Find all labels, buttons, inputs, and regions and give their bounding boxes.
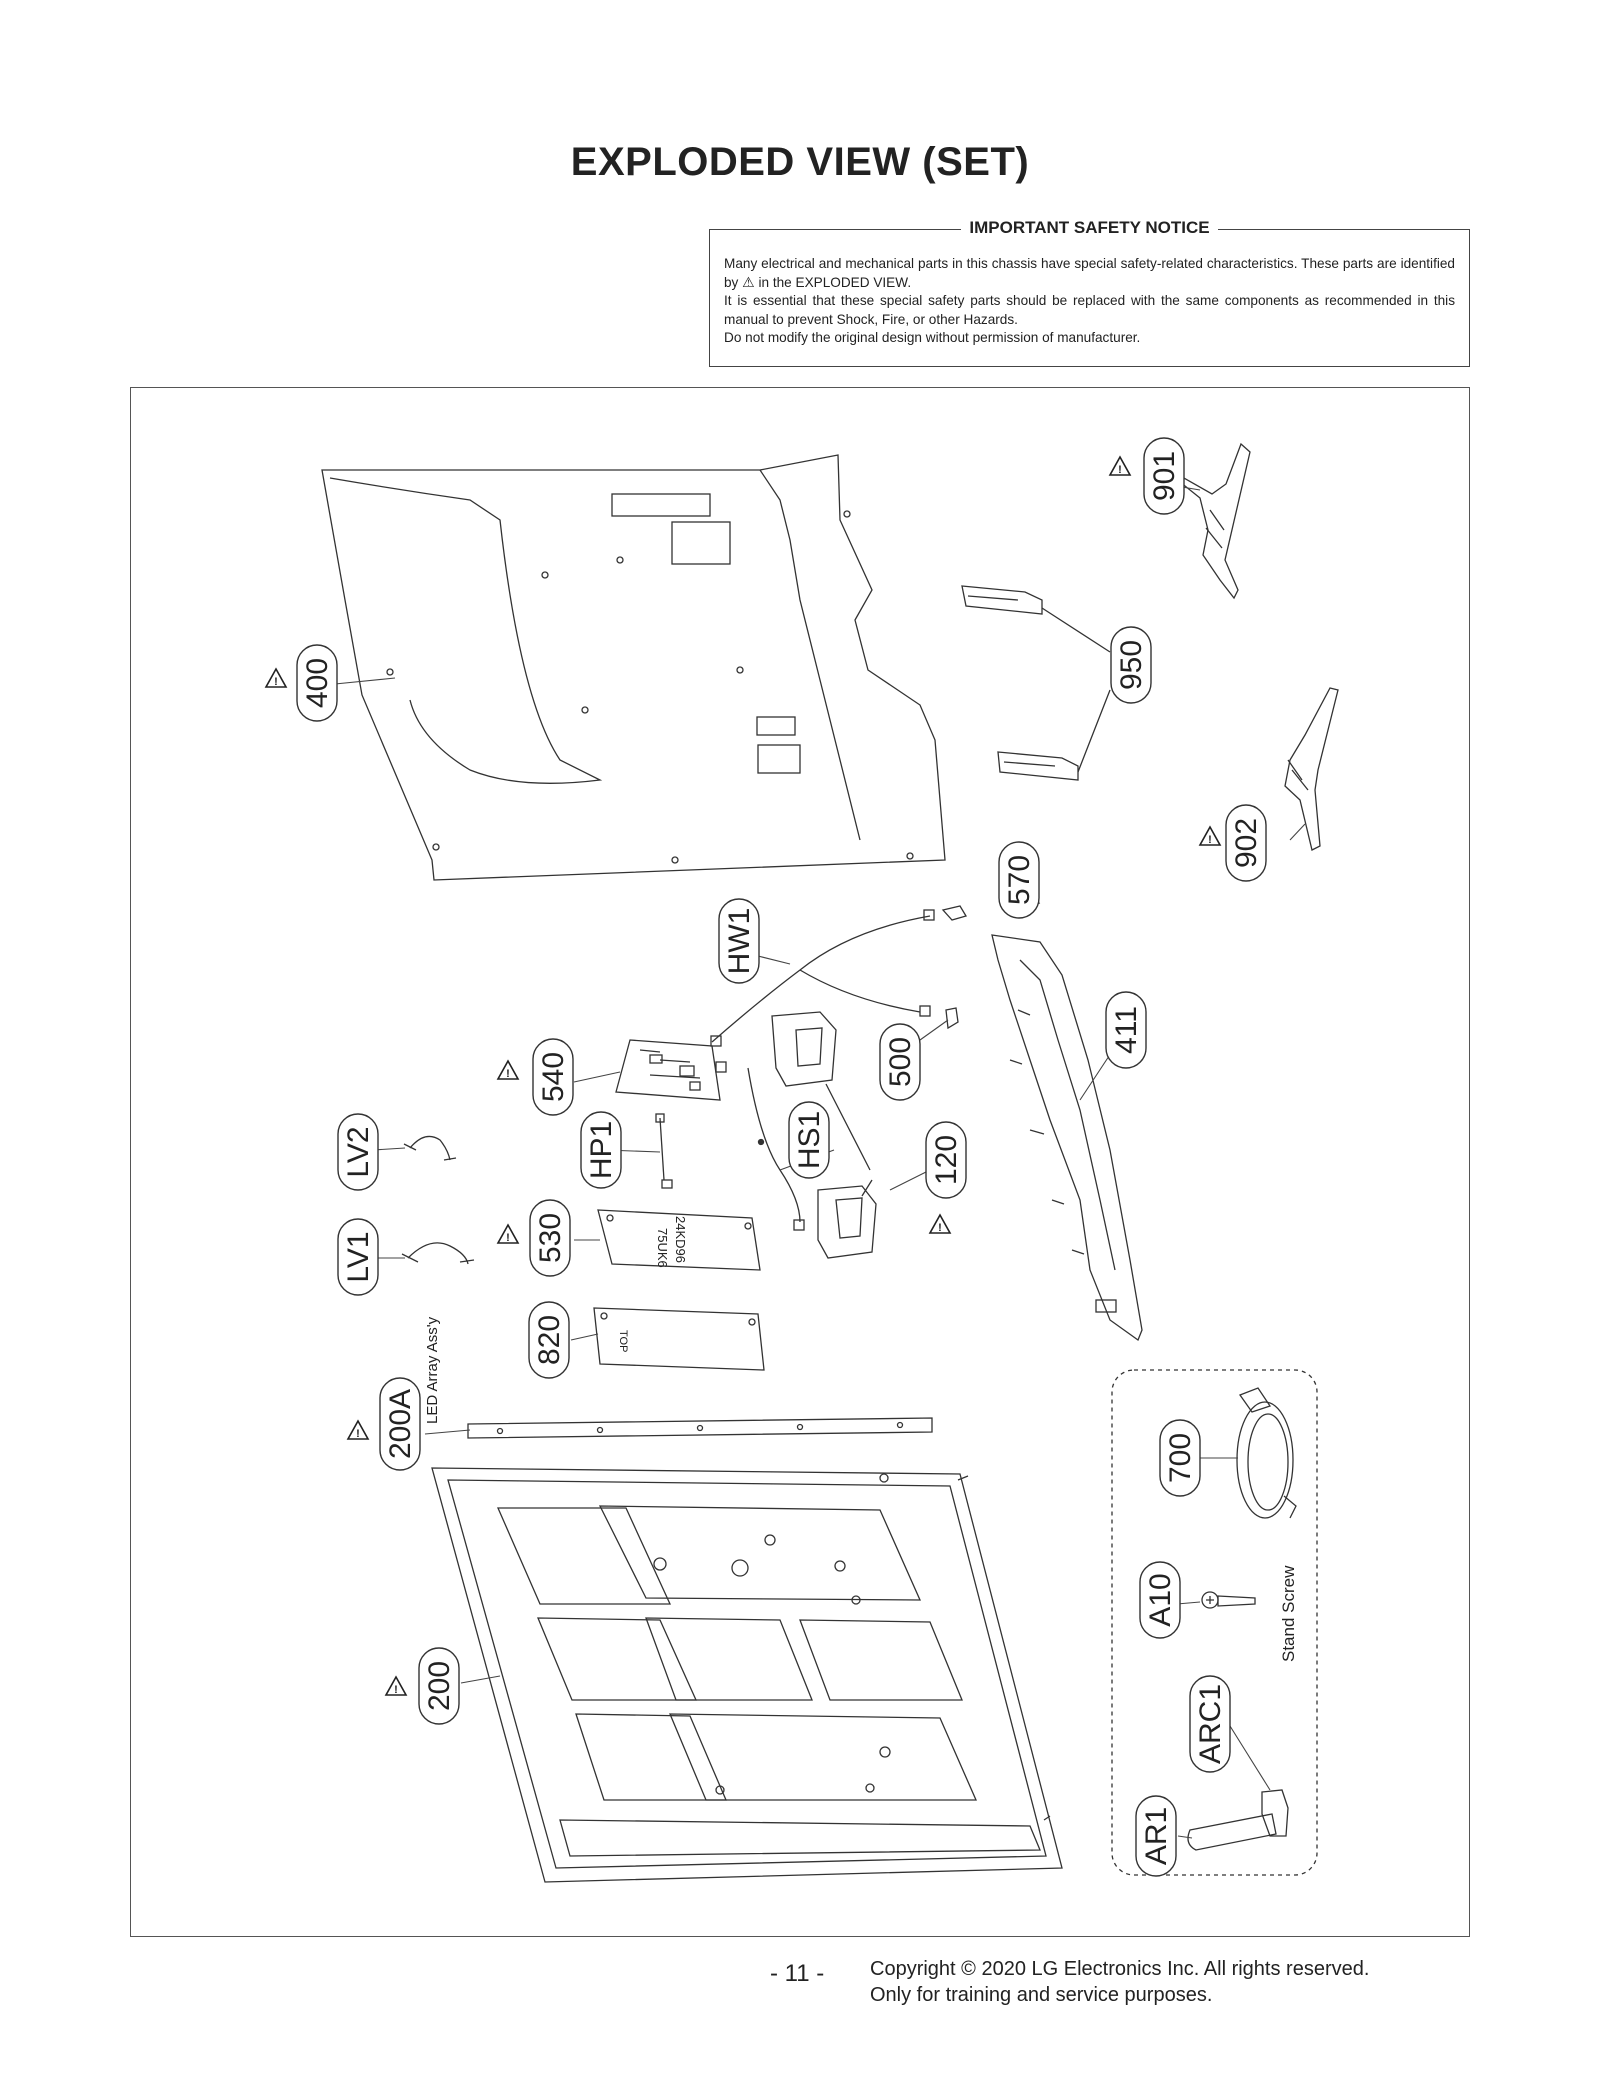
- callout-120: 120: [925, 1121, 967, 1199]
- lcd-module-200-part: [431, 1467, 1063, 1883]
- callout-200-label: 200: [423, 1661, 456, 1711]
- led-array-label: LED Array Ass'y: [424, 1316, 441, 1424]
- callout-540-label: 540: [537, 1052, 570, 1102]
- lvds-cable-lv2-part: [403, 1135, 457, 1161]
- lvds-cable-lv1-part: [401, 1242, 475, 1265]
- warning-triangle-icon: [1199, 826, 1221, 847]
- button-500-part: [945, 1007, 959, 1030]
- warning-triangle-icon: [347, 1420, 369, 1441]
- main-board-540-part: [615, 1039, 721, 1101]
- callout-411: 411: [1105, 991, 1147, 1069]
- notice-line1: Many electrical and mechanical parts in …: [724, 256, 1455, 291]
- warning-triangle-icon: ⚠: [742, 274, 755, 291]
- warning-triangle-icon: [385, 1676, 407, 1697]
- callout-530: 530: [529, 1199, 571, 1277]
- callout-540: 540: [532, 1038, 574, 1116]
- callout-400: 400: [296, 644, 338, 722]
- copyright: Copyright © 2020 LG Electronics Inc. All…: [870, 1956, 1369, 2008]
- callout-200a-label: 200A: [384, 1389, 417, 1459]
- callout-950: 950: [1110, 626, 1152, 704]
- warning-triangle-icon: [1109, 456, 1131, 477]
- callout-700-label: 700: [1164, 1433, 1197, 1483]
- copyright-line2: Only for training and service purposes.: [870, 1984, 1213, 2006]
- callout-hs1: HS1: [788, 1101, 830, 1179]
- callout-530-label: 530: [534, 1213, 567, 1263]
- callout-902-label: 902: [1230, 818, 1263, 868]
- diagram-frame: [130, 387, 1470, 1937]
- callout-hp1: HP1: [580, 1111, 622, 1189]
- safety-notice-box: IMPORTANT SAFETY NOTICE Many electrical …: [709, 218, 1470, 367]
- callout-lv2-label: LV2: [342, 1126, 375, 1177]
- board-530-label-b: 24KD96: [673, 1216, 688, 1263]
- callout-950-label: 950: [1115, 640, 1148, 690]
- back-cover-part: [321, 454, 946, 881]
- board-820-top-label: TOP: [617, 1330, 629, 1352]
- callout-ar1-label: AR1: [1140, 1807, 1173, 1865]
- safety-notice-heading: IMPORTANT SAFETY NOTICE: [961, 218, 1218, 237]
- callout-lv2: LV2: [337, 1113, 379, 1191]
- callout-hw1-label: HW1: [723, 908, 756, 975]
- stand-902-part: [1284, 687, 1339, 851]
- warning-triangle-icon: [497, 1060, 519, 1081]
- callout-200: 200: [418, 1647, 460, 1725]
- callout-arc1: ARC1: [1189, 1675, 1231, 1773]
- power-cord-700-part: [1236, 1387, 1297, 1519]
- insulator-820-part: [593, 1307, 765, 1371]
- remote-holder-arc1-part: [1261, 1789, 1289, 1837]
- page-title: EXPLODED VIEW (SET): [570, 140, 1030, 184]
- stand-screw-a10-part: [1201, 1591, 1256, 1609]
- power-board-530-part: [597, 1209, 761, 1271]
- notice-line2: It is essential that these special safet…: [724, 293, 1455, 327]
- remote-ar1-part: [1187, 1813, 1277, 1851]
- copyright-line1: Copyright © 2020 LG Electronics Inc. All…: [870, 1958, 1370, 1980]
- warning-triangle-icon: [929, 1214, 951, 1235]
- warning-triangle-icon: [265, 668, 287, 689]
- harness-hs1-part: [747, 1067, 805, 1231]
- speaker-120-part: [771, 1011, 877, 1259]
- board-530-label-a: 75UK6: [655, 1228, 670, 1268]
- callout-ar1: AR1: [1135, 1795, 1177, 1877]
- callout-a10-label: A10: [1144, 1573, 1177, 1626]
- callout-570-label: 570: [1003, 855, 1036, 905]
- callout-hw1: HW1: [718, 898, 760, 984]
- safety-notice-body: Many electrical and mechanical parts in …: [724, 255, 1455, 347]
- notice-line1-tail: in the EXPLODED VIEW.: [758, 275, 912, 291]
- callout-hp1-label: HP1: [585, 1121, 618, 1179]
- warning-triangle-icons: [265, 456, 1221, 1697]
- callout-901: 901: [1143, 437, 1185, 515]
- page-number: - 11 -: [770, 1960, 825, 1987]
- callout-400-label: 400: [301, 658, 334, 708]
- harness-hp1-part: [655, 1113, 673, 1189]
- callout-820-label: 820: [533, 1315, 566, 1365]
- callout-120-label: 120: [930, 1135, 963, 1185]
- callout-700: 700: [1159, 1419, 1201, 1497]
- callout-570: 570: [998, 841, 1040, 919]
- callout-902: 902: [1225, 804, 1267, 882]
- callout-lv1: LV1: [337, 1218, 379, 1296]
- accessory-group-box: [1111, 1369, 1318, 1876]
- callout-820: 820: [528, 1301, 570, 1379]
- clip-570-part: [941, 905, 967, 921]
- warning-triangle-icon: [497, 1224, 519, 1245]
- callout-500: 500: [879, 1023, 921, 1101]
- callouts: 400 901 950 902 570 HW1 500 411: [296, 437, 1267, 1877]
- callout-901-label: 901: [1148, 451, 1181, 501]
- callout-500-label: 500: [884, 1037, 917, 1087]
- notice-line3: Do not modify the original design withou…: [724, 329, 1141, 345]
- stand-bracket-950-part: [961, 585, 1111, 781]
- stand-screw-label: Stand Screw: [1279, 1565, 1298, 1662]
- stand-901-part: [1179, 442, 1251, 600]
- harness-hw1-part: [710, 909, 935, 1073]
- callout-lv1-label: LV1: [342, 1231, 375, 1282]
- callout-a10: A10: [1139, 1561, 1181, 1639]
- callout-200a: 200A: [379, 1377, 421, 1471]
- led-array-200a-part: [467, 1417, 933, 1439]
- bottom-cover-411-part: [991, 934, 1143, 1342]
- callout-hs1-label: HS1: [793, 1111, 826, 1169]
- callout-arc1-label: ARC1: [1194, 1684, 1227, 1764]
- callout-411-label: 411: [1110, 1006, 1143, 1054]
